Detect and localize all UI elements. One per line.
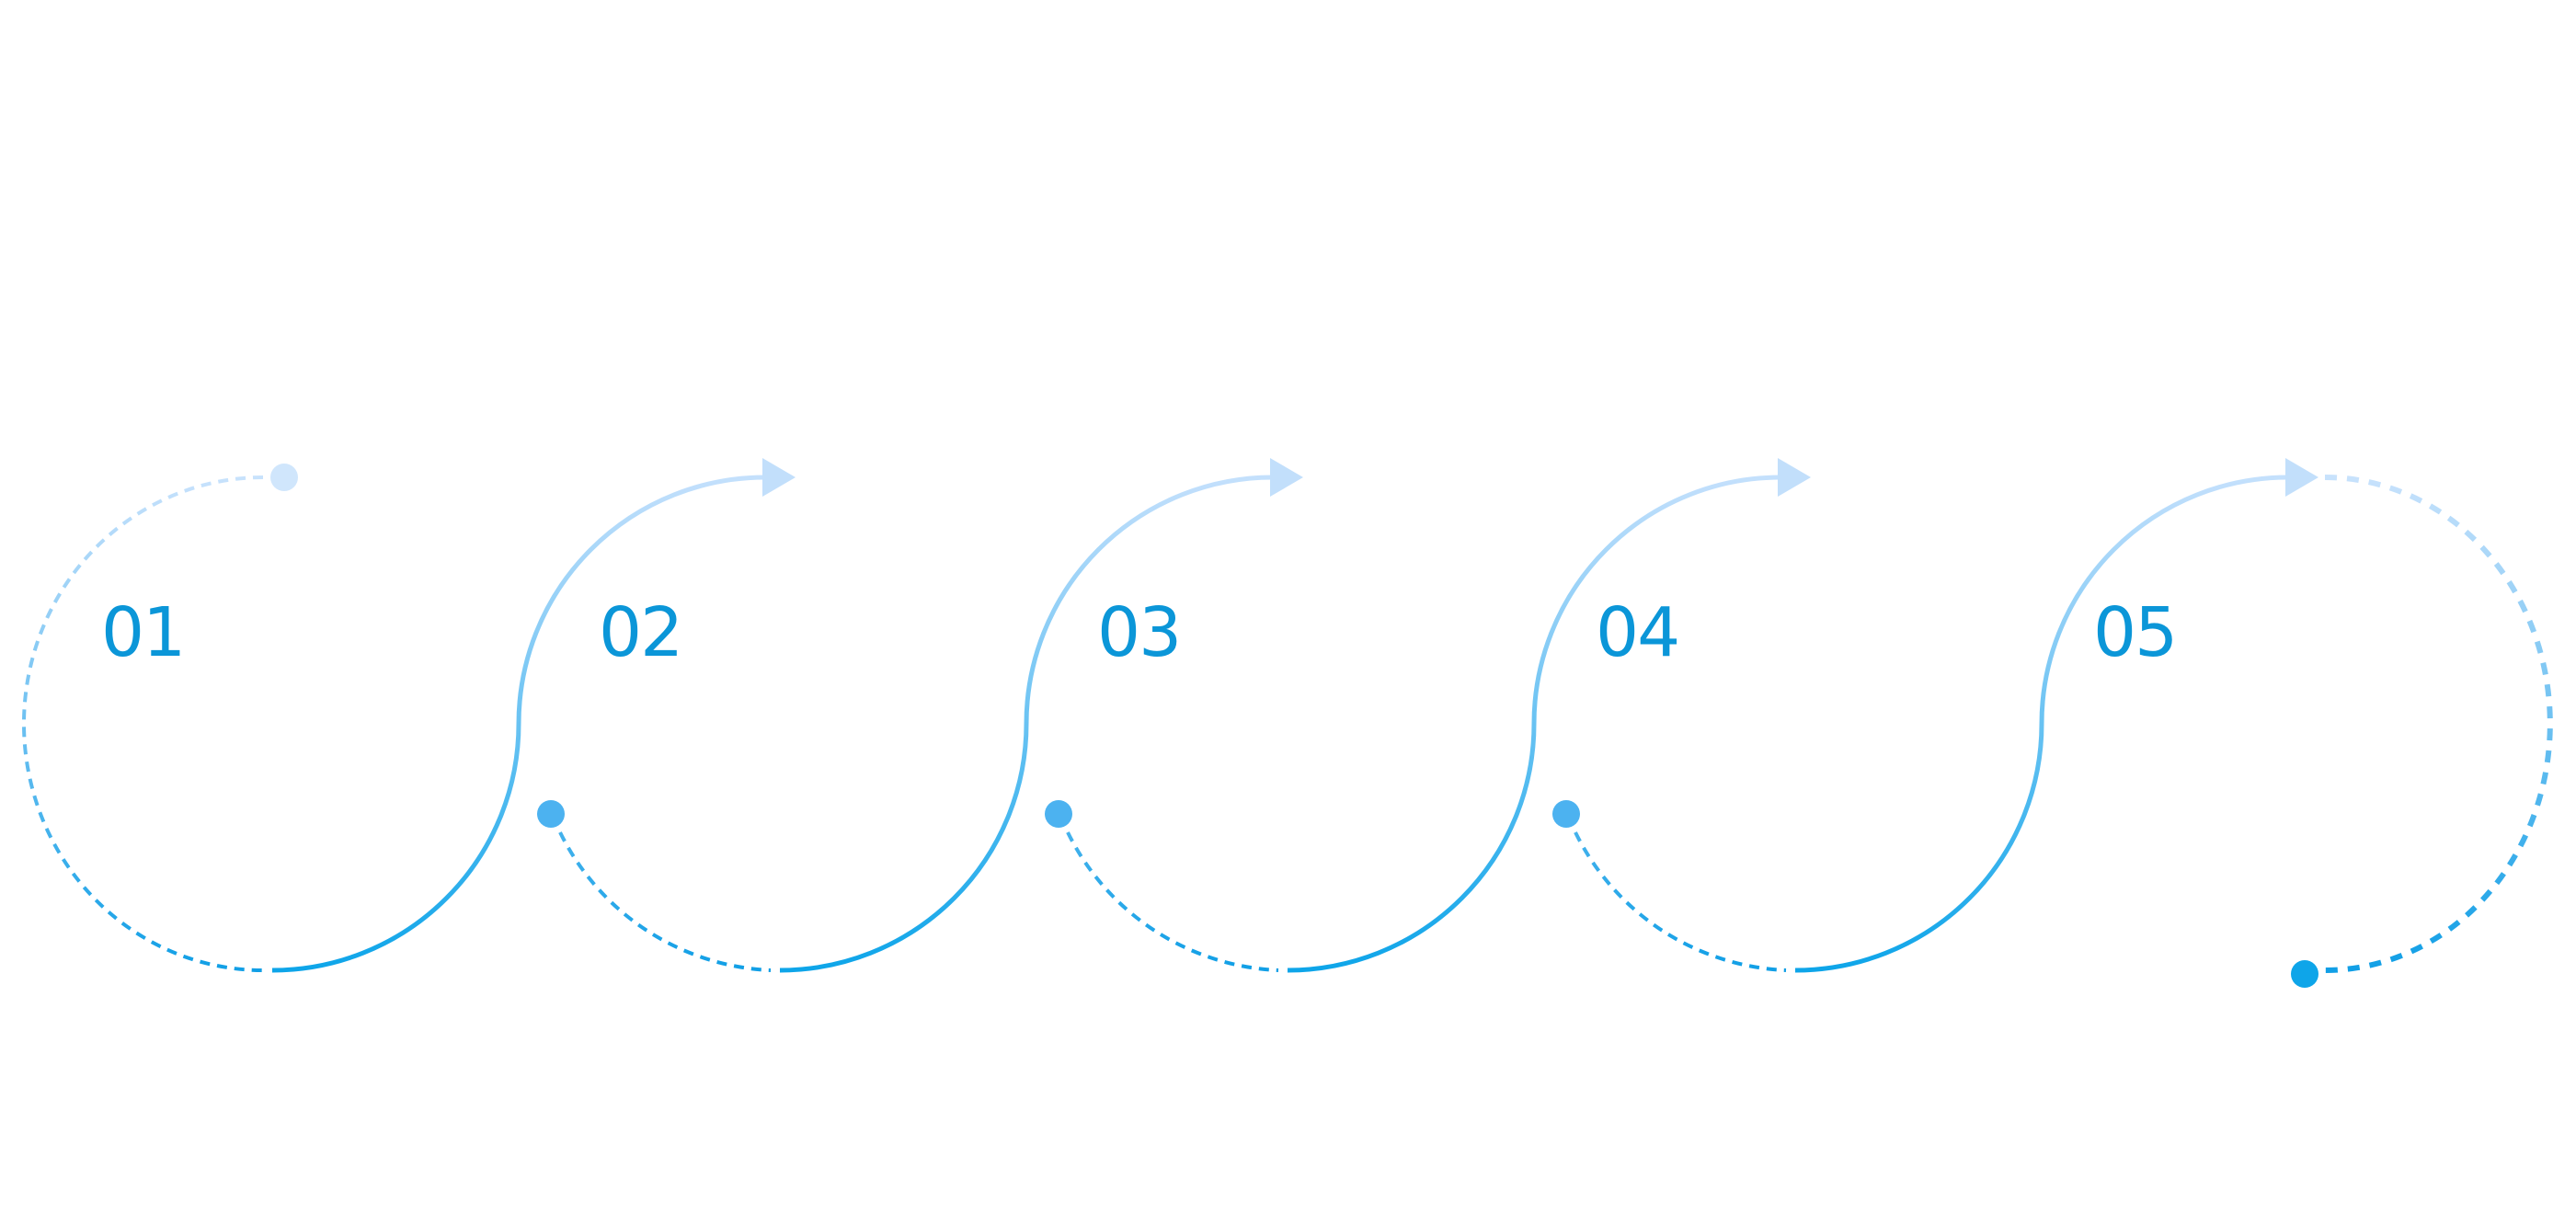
solid-arc: [271, 475, 766, 973]
step-5: 05: [1794, 458, 2553, 988]
dashed-arc: [558, 831, 772, 972]
solid-arc: [1794, 475, 2289, 973]
solid-arc: [1287, 475, 1781, 973]
dashed-arc: [1066, 831, 1279, 972]
step-number-05: 05: [2093, 593, 2176, 672]
dashed-arc: [2324, 475, 2553, 973]
solid-arc: [779, 475, 1274, 973]
step-4: 04: [1287, 458, 1811, 973]
step-2: 02: [271, 458, 796, 973]
end-dot: [2291, 960, 2318, 988]
start-dot: [537, 800, 565, 828]
step-number-02: 02: [599, 593, 681, 672]
start-dot: [1045, 800, 1072, 828]
dashed-arc: [1574, 831, 1787, 972]
arrowhead: [762, 458, 796, 497]
arrowhead: [2285, 458, 2318, 497]
step-number-03: 03: [1097, 593, 1180, 672]
step-number-01: 01: [101, 593, 184, 672]
arrowhead: [1270, 458, 1303, 497]
start-dot: [270, 464, 298, 491]
step-3: 03: [779, 458, 1303, 973]
arrowhead: [1778, 458, 1811, 497]
start-dot: [1552, 800, 1580, 828]
step-number-04: 04: [1596, 593, 1678, 672]
dashed-arc: [22, 475, 264, 972]
step-1: 01: [22, 464, 298, 972]
